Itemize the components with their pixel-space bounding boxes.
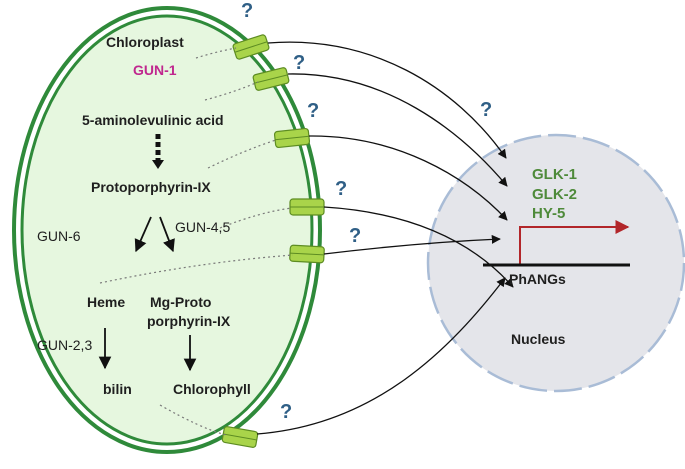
gun1-label: GUN-1	[133, 62, 177, 78]
nucleus-envelope	[426, 133, 685, 393]
question-mark-5: ?	[335, 178, 347, 200]
question-mark-3: ?	[307, 100, 319, 122]
question-mark-2: ?	[293, 52, 305, 74]
signal-arrow-6	[256, 277, 506, 435]
internal-dotted-paths	[99, 47, 294, 436]
question-mark-6: ?	[349, 225, 361, 247]
heme-label: Heme	[87, 294, 125, 310]
transporter-1	[232, 34, 270, 60]
mg-proto-label-line2: porphyrin-IX	[147, 313, 231, 329]
ala-label: 5-aminolevulinic acid	[82, 112, 224, 128]
phangs-label: PhANGs	[509, 271, 566, 287]
transporter-5	[289, 244, 325, 264]
transporter-4	[289, 198, 325, 216]
signal-arrow-3	[308, 135, 508, 221]
signal-arrow-5	[323, 234, 501, 255]
chlorophyll-label: Chlorophyll	[173, 381, 251, 397]
question-mark-1: ?	[241, 0, 253, 22]
transporter-2	[252, 67, 290, 91]
question-marks: ? ? ? ? ? ? ?	[241, 0, 492, 423]
transporter-3	[273, 127, 311, 149]
chloroplast-outer-membrane	[12, 6, 322, 454]
glk1-label: GLK-1	[532, 166, 577, 183]
signal-arrow-4	[323, 206, 514, 288]
chloroplast-title: Chloroplast	[106, 34, 184, 50]
question-mark-4: ?	[480, 99, 492, 121]
chloroplast-inner-membrane	[20, 14, 314, 446]
hy5-label: HY-5	[532, 205, 565, 222]
promoter-arrow	[519, 220, 630, 265]
chloroplast	[12, 6, 322, 454]
nucleus-title: Nucleus	[511, 331, 566, 347]
transporter-6	[221, 426, 259, 448]
signal-arrow-2	[287, 73, 508, 187]
gun6-label: GUN-6	[37, 228, 81, 244]
mg-proto-label-line1: Mg-Proto	[150, 294, 211, 310]
gun23-label: GUN-2,3	[37, 337, 92, 353]
glk2-label: GLK-2	[532, 186, 577, 203]
question-mark-7: ?	[280, 401, 292, 423]
signal-arrows	[256, 41, 514, 435]
bilin-label: bilin	[103, 381, 132, 397]
gun45-label: GUN-4,5	[175, 219, 230, 235]
dashed-conversion-arrow	[152, 134, 164, 169]
signal-arrow-1	[267, 41, 507, 159]
protoporphyrin-label: Protoporphyrin-IX	[91, 179, 211, 195]
branch-arrow-heme	[134, 216, 152, 253]
transporters	[221, 34, 325, 448]
branch-arrow-mgproto	[159, 216, 175, 253]
